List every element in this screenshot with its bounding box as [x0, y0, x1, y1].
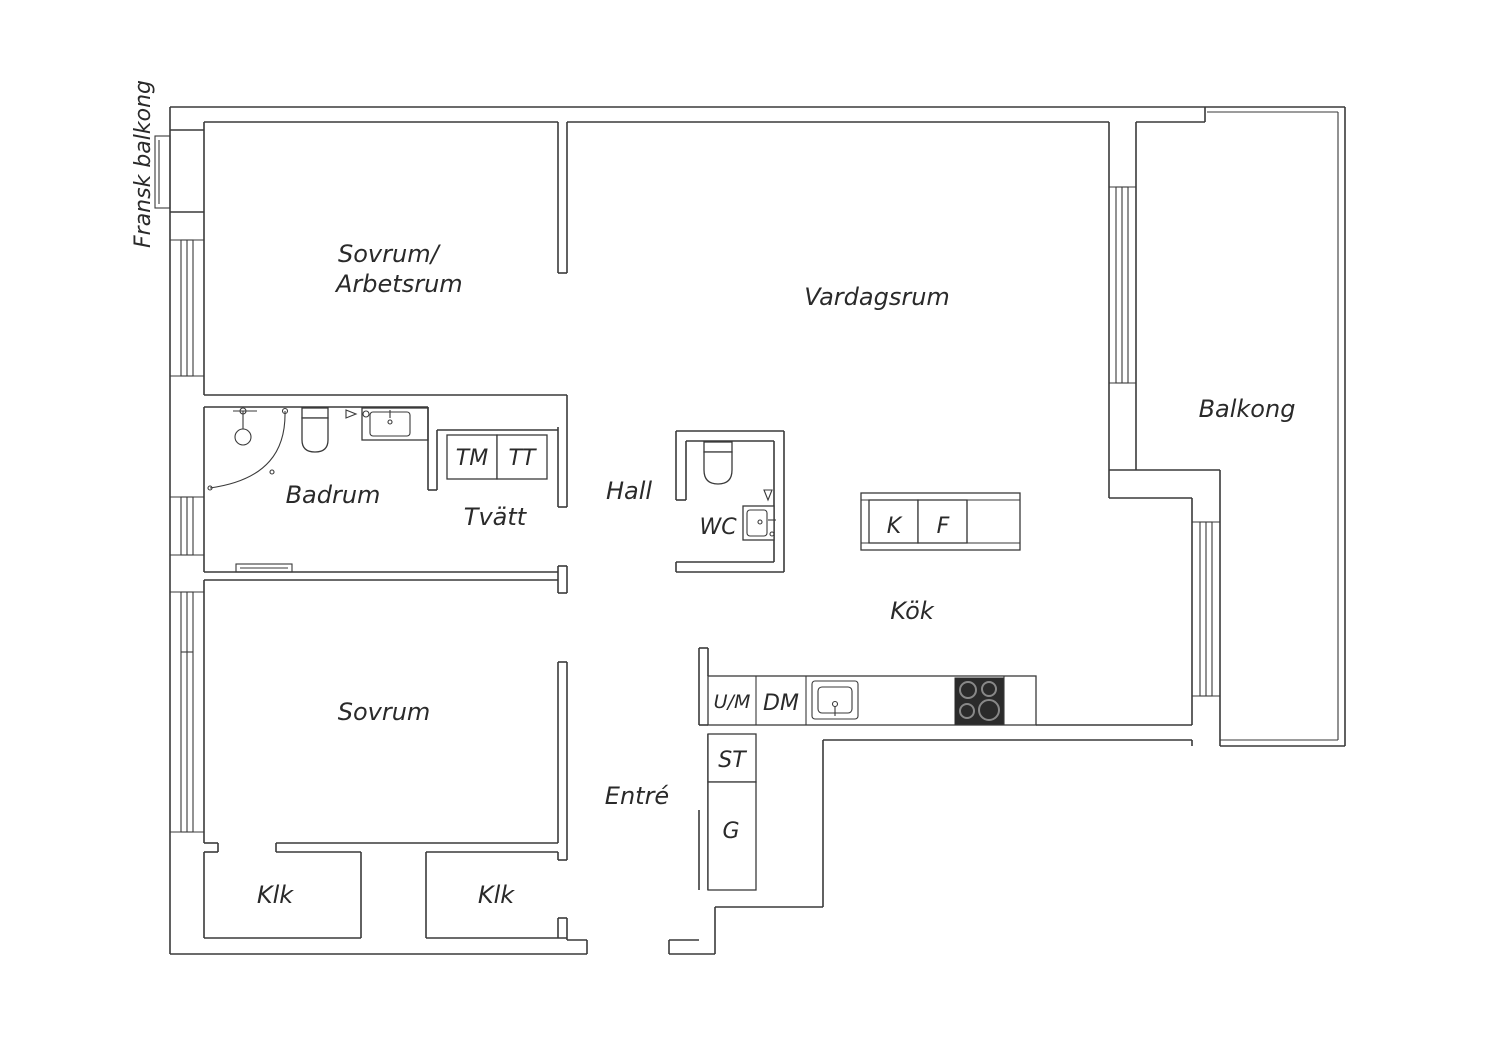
- washing-machine-box: [446, 434, 498, 480]
- label-fransk-balkong: Fransk balkong: [131, 80, 156, 248]
- label-sovrum: Sovrum: [338, 698, 431, 726]
- label-tvatt: Tvätt: [464, 503, 528, 531]
- inner-walls: [203, 121, 1109, 940]
- sink-icon: [345, 407, 429, 441]
- right-windows: [1109, 186, 1220, 697]
- label-entre: Entré: [605, 782, 669, 810]
- shower-icon: [234, 428, 252, 446]
- wc-sink-icon: [742, 489, 776, 541]
- label-g: G: [722, 819, 739, 844]
- outer-walls: [169, 106, 1221, 955]
- label-hall: Hall: [606, 477, 652, 505]
- label-f: F: [937, 514, 950, 539]
- laundry-appliances: [427, 407, 558, 491]
- g-cabinet: [707, 781, 757, 891]
- label-dm: DM: [763, 691, 799, 716]
- st-cabinet: [707, 733, 757, 783]
- label-wc: WC: [699, 515, 737, 540]
- label-sovrum-arbetsrum-2: Arbetsrum: [334, 270, 463, 298]
- label-tm: TM: [456, 446, 488, 471]
- tumble-dryer-box: [496, 434, 548, 480]
- bathroom-fixtures: [207, 407, 429, 573]
- cooktop-icon: [954, 677, 1004, 725]
- freezer-box: [917, 499, 968, 544]
- french-balcony: [154, 129, 204, 213]
- kitchen-island: [860, 492, 1021, 551]
- radiator-icon: [235, 563, 293, 573]
- balcony: [1136, 106, 1346, 747]
- left-windows: [170, 239, 204, 833]
- label-klk-left: Klk: [257, 881, 294, 909]
- wc-room: [675, 430, 785, 573]
- label-badrum: Badrum: [286, 481, 381, 509]
- label-k: K: [887, 514, 903, 539]
- label-sovrum-arbetsrum-1: Sovrum/: [338, 240, 442, 268]
- label-st: ST: [718, 748, 747, 773]
- kitchen-sink-icon: [811, 680, 859, 720]
- label-tt: TT: [509, 446, 537, 471]
- label-klk-right: Klk: [478, 881, 515, 909]
- kitchen-counter: [698, 647, 1037, 891]
- label-vardagsrum: Vardagsrum: [804, 283, 950, 311]
- label-kok: Kök: [890, 597, 935, 625]
- label-balkong: Balkong: [1199, 395, 1296, 423]
- wc-toilet-icon: [703, 441, 733, 485]
- label-um: U/M: [714, 691, 751, 713]
- toilet-icon: [301, 407, 329, 453]
